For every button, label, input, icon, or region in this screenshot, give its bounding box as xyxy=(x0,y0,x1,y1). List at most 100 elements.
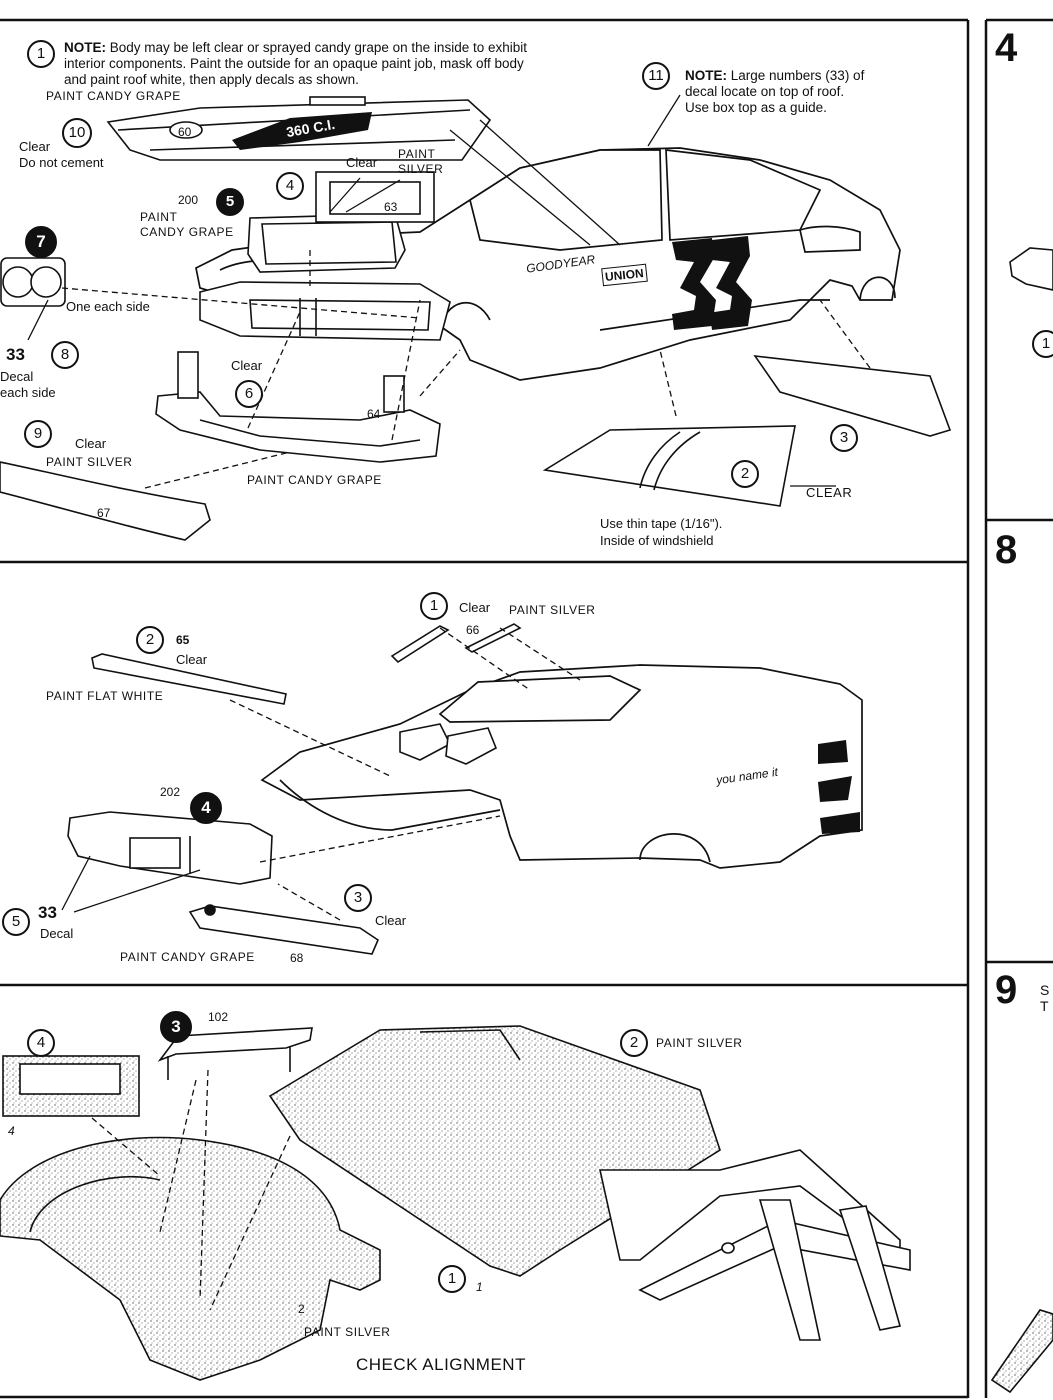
label-clear-3: Clear xyxy=(375,913,407,928)
label-paint-silver-4: PAINT SILVER xyxy=(398,147,444,176)
label-clear-3: CLEAR xyxy=(806,485,853,500)
roof-numbers-note: NOTE: Large numbers (33) of decal locate… xyxy=(685,52,864,116)
callout-3-side-window: 3 xyxy=(830,424,858,452)
callout-4: 4 xyxy=(276,172,304,200)
rear-side-decal-art xyxy=(818,740,860,834)
front-bumper-art xyxy=(155,351,441,463)
label-paint-candy-grape-bumper: PAINT CANDY GRAPE xyxy=(247,473,382,487)
headlight-part-art xyxy=(0,257,66,307)
panel-chassis: 4 4 3 102 2 PAINT SILVER 1 1 2 PAINT SIL… xyxy=(0,985,968,1397)
chassis-art xyxy=(0,1025,721,1381)
label-clear-10: Clear xyxy=(19,139,51,154)
grille-art xyxy=(199,281,451,341)
rear-bumper-art xyxy=(67,811,273,885)
label-decal-33-front: 33 xyxy=(6,345,25,364)
label-part-63: 63 xyxy=(384,200,398,214)
label-sponsor-goodyear: GOODYEAR xyxy=(525,252,596,276)
step-number-4: 4 xyxy=(995,26,1018,70)
label-part-200: 200 xyxy=(178,193,199,207)
valance-part-art xyxy=(0,461,211,541)
panel-b-leader-lines xyxy=(61,627,581,921)
label-decal-front: Decal xyxy=(0,369,34,384)
label-part-2: 2 xyxy=(298,1302,305,1316)
label-one-each-side: One each side xyxy=(66,299,150,314)
label-clear-4: Clear xyxy=(346,155,378,170)
label-decal-rear: Decal xyxy=(40,926,74,941)
callout-1: 1 xyxy=(420,592,448,620)
callout-4: 4 xyxy=(190,792,222,824)
label-paint-silver-floor: PAINT SILVER xyxy=(304,1325,391,1339)
label-do-not-cement: Do not cement xyxy=(19,155,104,170)
label-clear-9: Clear xyxy=(75,436,107,451)
label-part-66: 66 xyxy=(466,623,480,637)
label-each-side: each side xyxy=(0,385,56,400)
note-text: Body may be left clear or sprayed candy … xyxy=(64,40,527,87)
callout-3: 3 xyxy=(160,1011,192,1043)
label-paint-candy-grape-5: PAINT CANDY GRAPE xyxy=(140,210,234,239)
callout-1: 1 xyxy=(27,40,55,68)
rear-valance-art xyxy=(188,904,379,955)
hood-scoop-art xyxy=(247,171,435,273)
label-part-68: 68 xyxy=(290,951,304,965)
car-number-art xyxy=(672,236,752,330)
callout-2: 2 xyxy=(136,626,164,654)
callout-1-side: 1 xyxy=(1032,330,1053,358)
callout-9: 9 xyxy=(24,420,52,448)
label-paint-silver-9: PAINT SILVER xyxy=(46,455,133,469)
rear-body-art xyxy=(260,664,863,869)
trim-pieces-art xyxy=(91,623,522,705)
rear-roof-number-art xyxy=(399,723,498,765)
body-paint-note: NOTE: Body may be left clear or sprayed … xyxy=(64,24,527,88)
label-paint-silver-1: PAINT SILVER xyxy=(509,603,596,617)
label-part-1: 1 xyxy=(476,1280,483,1294)
step-number-9: 9 xyxy=(995,968,1018,1012)
callout-3: 3 xyxy=(344,884,372,912)
label-part-202: 202 xyxy=(160,785,181,799)
label-part-60: 60 xyxy=(178,125,192,139)
label-part-64: 64 xyxy=(367,407,381,421)
label-paint-candy-grape-roof: PAINT CANDY GRAPE xyxy=(46,89,181,103)
label-paint-candy-grape-valance: PAINT CANDY GRAPE xyxy=(120,950,255,964)
panel-borders xyxy=(0,18,1053,1399)
callout-4: 4 xyxy=(27,1029,55,1057)
callout-2: 2 xyxy=(620,1029,648,1057)
callout-7: 7 xyxy=(25,226,57,258)
label-clear-6: Clear xyxy=(231,358,263,373)
label-sponsor-union: UNION xyxy=(601,263,648,287)
label-hood-decal: 360 C.I. xyxy=(284,115,337,141)
label-part-67: 67 xyxy=(97,506,111,520)
label-part-4: 4 xyxy=(8,1124,15,1138)
label-paint-silver-frame: PAINT SILVER xyxy=(656,1036,743,1050)
label-tape-note: Use thin tape (1/16"). Inside of windshi… xyxy=(600,516,723,548)
label-part-102: 102 xyxy=(208,1010,229,1024)
panel-rear-bumper: 1 Clear PAINT SILVER 66 2 65 Clear PAINT… xyxy=(0,562,968,985)
label-check-alignment: CHECK ALIGNMENT xyxy=(356,1355,526,1374)
callout-2-windshield: 2 xyxy=(731,460,759,488)
callout-5: 5 xyxy=(2,908,30,936)
label-part-65: 65 xyxy=(176,633,190,647)
label-paint-flat-white: PAINT FLAT WHITE xyxy=(46,689,164,703)
callout-8: 8 xyxy=(51,341,79,369)
callout-11: 11 xyxy=(642,62,670,90)
side-step-art xyxy=(990,247,1053,1394)
panel-a-leader-lines xyxy=(27,94,871,489)
label-decal-33-rear: 33 xyxy=(38,903,57,922)
note-label: NOTE: xyxy=(64,40,106,55)
frame-rails-art xyxy=(599,1149,911,1341)
note2-label: NOTE: xyxy=(685,68,727,83)
side-window-art xyxy=(753,355,952,437)
windshield-art xyxy=(542,425,796,507)
callout-6: 6 xyxy=(235,380,263,408)
label-clear-2: Clear xyxy=(176,652,208,667)
note2-text: Large numbers (33) of decal locate on to… xyxy=(685,68,865,115)
panel-c-leader-lines xyxy=(91,1069,291,1311)
step-number-8: 8 xyxy=(995,528,1018,572)
callout-5: 5 xyxy=(216,188,244,216)
callout-1: 1 xyxy=(438,1265,466,1293)
step-9-text: S T xyxy=(1040,982,1050,1014)
callout-10: 10 xyxy=(62,118,92,148)
label-sponsor-text: you name it xyxy=(715,764,779,788)
hood-decal-art xyxy=(232,112,372,150)
